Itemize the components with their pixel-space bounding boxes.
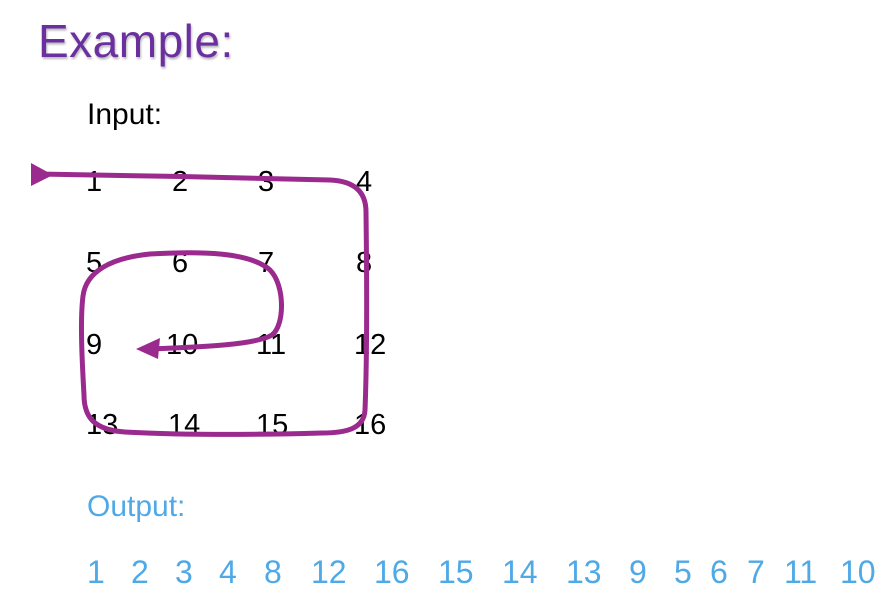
output-item: 12 <box>311 554 347 590</box>
output-item: 9 <box>629 554 647 590</box>
matrix-cell: 8 <box>356 247 373 279</box>
matrix-cell: 12 <box>354 329 387 361</box>
matrix-cell: 3 <box>258 166 275 198</box>
output-item: 1 <box>87 554 105 590</box>
output-item: 15 <box>438 554 474 590</box>
spiral-start-arrowhead <box>31 163 53 186</box>
matrix-cell: 11 <box>256 329 287 361</box>
spiral-end-arrowhead <box>136 338 160 359</box>
matrix-cell: 10 <box>166 329 199 361</box>
output-item: 6 <box>710 554 728 590</box>
matrix-cell: 7 <box>258 247 275 279</box>
output-item: 7 <box>747 554 765 590</box>
output-item: 10 <box>840 554 876 590</box>
matrix-cell: 9 <box>86 329 103 361</box>
output-item: 13 <box>566 554 602 590</box>
output-item: 2 <box>131 554 149 590</box>
output-item: 5 <box>674 554 692 590</box>
output-item: 16 <box>374 554 410 590</box>
matrix-cell: 5 <box>86 247 103 279</box>
output-label: Output: <box>87 490 186 523</box>
matrix-cell: 1 <box>86 166 103 198</box>
matrix-cell: 14 <box>168 409 201 441</box>
spiral-stroke <box>35 171 370 437</box>
matrix-cell: 2 <box>172 166 189 198</box>
output-item: 14 <box>502 554 538 590</box>
matrix-cell: 13 <box>86 409 119 441</box>
matrix-cell: 4 <box>356 166 373 198</box>
output-item: 3 <box>175 554 193 590</box>
input-label: Input: <box>87 98 163 131</box>
matrix-cell: 6 <box>172 247 189 279</box>
output-item: 11 <box>784 554 818 590</box>
output-item: 4 <box>219 554 237 590</box>
matrix-cell: 15 <box>256 409 289 441</box>
output-item: 8 <box>264 554 282 590</box>
matrix-cell: 16 <box>354 409 387 441</box>
page-title: Example: <box>38 15 234 67</box>
